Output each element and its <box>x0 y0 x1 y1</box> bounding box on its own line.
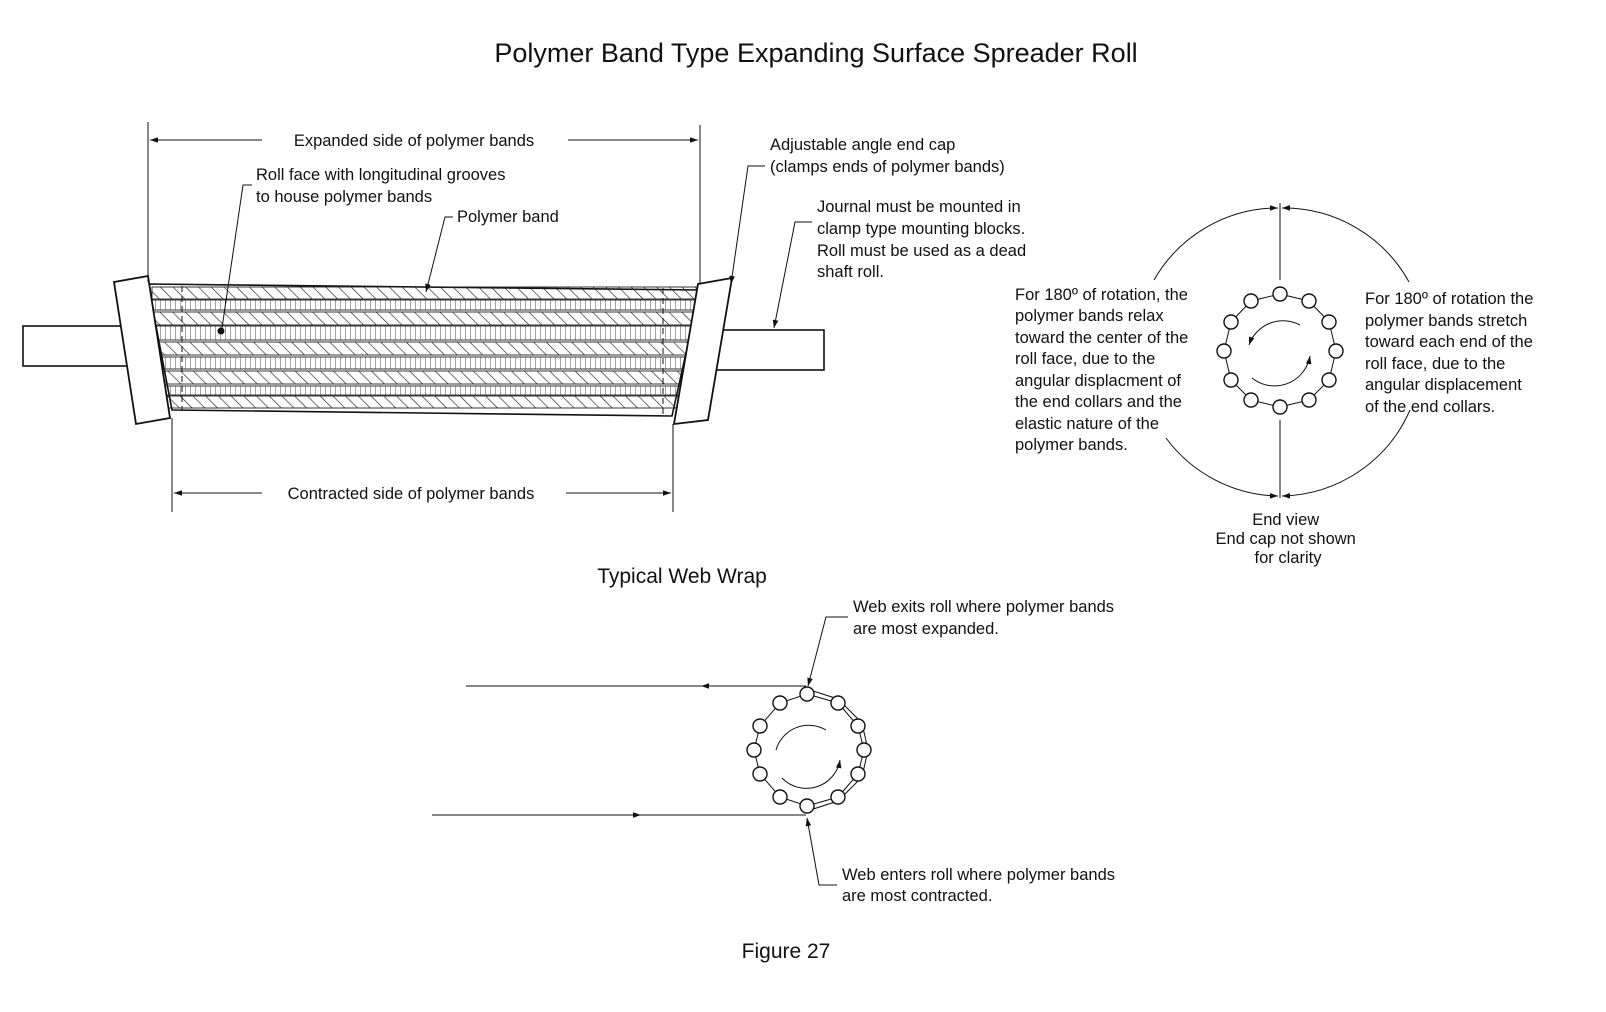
end-cap-label: Adjustable angle end cap (clamps ends of… <box>770 136 1005 176</box>
end-view-ring <box>1223 293 1337 408</box>
web-wrap: Typical Web Wrap Web exits roll where po… <box>432 565 1120 905</box>
roll-body <box>147 283 701 417</box>
figure-title: Polymer Band Type Expanding Surface Spre… <box>494 38 1137 68</box>
polymer-band-label: Polymer band <box>457 208 559 226</box>
end-view-band-circles <box>1216 286 1344 415</box>
figure-caption: Figure 27 <box>742 940 831 963</box>
web-wrap-band-circles <box>746 686 872 814</box>
roll-face-point <box>217 327 225 335</box>
left-rotation-note: For 180º of rotation, the polymer bands … <box>1015 286 1193 454</box>
web-wrap-rotation-arrow <box>775 724 827 751</box>
web-wrap-title: Typical Web Wrap <box>597 565 767 588</box>
right-end-cap <box>672 276 734 426</box>
journal-label: Journal must be mounted in clamp type mo… <box>817 198 1031 281</box>
contracted-side-label: Contracted side of polymer bands <box>288 485 535 503</box>
side-view: Expanded side of polymer bands Contracte… <box>22 122 1031 512</box>
left-end-cap <box>112 274 172 426</box>
right-rotation-note: For 180º of rotation the polymer bands s… <box>1365 290 1538 416</box>
web-wrap-rotation-arrow <box>781 759 842 789</box>
end-view: For 180º of rotation, the polymer bands … <box>1015 203 1538 567</box>
expanded-side-label: Expanded side of polymer bands <box>294 132 534 150</box>
end-view-rotation-arrow <box>1248 320 1301 346</box>
end-view-rotation-arrow <box>1251 355 1312 387</box>
web-enter-note: Web enters roll where polymer bands are … <box>842 866 1120 905</box>
web-wrap-ring <box>753 693 865 807</box>
web-exit-note: Web exits roll where polymer bands are m… <box>853 598 1119 638</box>
polymer-band-strips <box>151 286 699 409</box>
end-view-caption: End view End cap not shown for clarity <box>1216 511 1361 567</box>
roll-face-label: Roll face with longitudinal grooves to h… <box>256 166 510 206</box>
